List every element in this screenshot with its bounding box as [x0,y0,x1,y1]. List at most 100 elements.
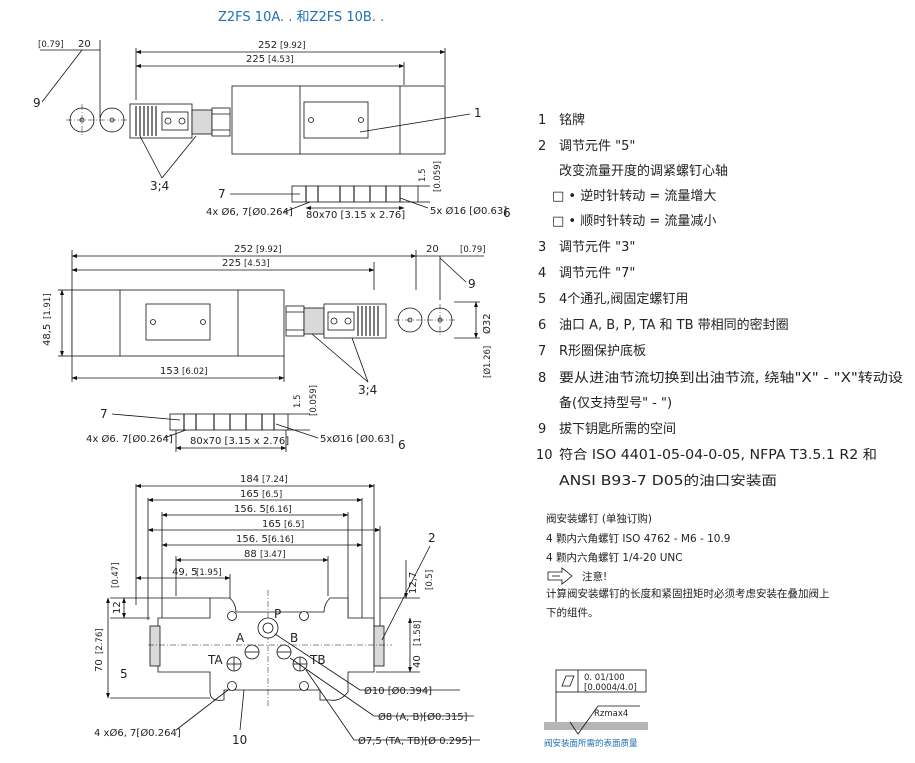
legend-num-3: 3 [538,240,546,255]
legend-text-8a: 备(仅支持型号" - ") [559,395,672,411]
port-TA: TA [207,653,223,667]
dim3-holes: 4 xØ6, 7[Ø0.264] [94,727,181,739]
dim3-495-inch: [1.95] [196,568,222,578]
dim3-165a: 165 [240,489,259,500]
callout-7: 7 [218,187,226,201]
dim-80x70-1: 80x70 [3.15 x 2.76] [306,210,405,221]
dim3-047: [0.47] [111,562,121,588]
dim-225: 225 [246,54,265,65]
legend-num-9: 9 [538,422,546,437]
flatness-icon [561,675,575,687]
port-B: B [290,631,298,645]
callout3-2: 2 [428,531,436,545]
callout3-10: 10 [232,733,247,747]
dim3-40: 40 [412,655,423,668]
callout2-3-4: 3;4 [358,383,377,397]
legend-text-4: 调节元件 "7" [559,266,635,281]
dim3-88-inch: [3.47] [260,550,286,560]
view-middle-side: 252 [9.92] 225 [4.53] 20 [0.79] 9 48,5 [… [42,244,493,452]
dim3-156a: 156. 5 [234,504,266,515]
dim-5x16-1: 5x Ø16 [Ø0.63] [430,205,507,217]
dim-252-inch: [9.92] [280,41,306,51]
legend-text-3: 调节元件 "3" [559,240,635,255]
dim2-32: Ø32 [481,313,493,334]
dim3-156a-inch: [6.16] [266,505,292,515]
dim-0059-1: [0.059] [433,161,443,192]
surface-flat2: [0.0004/4.0] [584,683,637,693]
dim3-127: 12,7 [408,572,419,594]
note-line2: 4 颗内六角螺钉 1/4-20 UNC [546,551,683,564]
callout2-6: 6 [398,438,406,452]
dim3-70: 70 [94,659,105,672]
dim3-12: 12 [112,601,123,614]
legend-text-5: 4个通孔,阀固定螺钉用 [559,292,688,307]
legend-num-5: 5 [538,292,546,307]
dim3-10: Ø10 [Ø0.394] [364,685,432,697]
legend-text-2a: 改变流量开度的调紧螺钉心轴 [559,163,728,179]
legend-num-6: 6 [538,318,546,333]
legend: 1 铭牌 2 调节元件 "5" 改变流量开度的调紧螺钉心轴 □ • 逆时针转动 … [536,112,903,489]
dim2-252: 252 [234,244,253,255]
dim3-165b-inch: [6.5] [284,520,304,530]
dim3-156b-inch: [6.16] [268,535,294,545]
legend-num-8: 8 [538,371,546,386]
dim3-184-inch: [7.24] [262,475,288,485]
legend-text-2: 调节元件 "5" [559,139,635,154]
legend-text-10a: ANSI B93-7 D05的油口安装面 [559,473,777,489]
note-heading: 阀安装螺钉 (单独订购) [546,512,652,525]
legend-text-2b: □ • 逆时针转动 = 流量增大 [552,188,716,204]
dim2-225: 225 [222,258,241,269]
legend-text-7: R形圈保护底板 [559,343,646,359]
legend-text-2c: □ • 顺时针转动 = 流量减小 [552,214,716,229]
legend-text-10: 符合 ISO 4401-05-04-0-05, NFPA T3.5.1 R2 和 [559,447,877,463]
note-text1: 计算阀安装螺钉的长度和紧固扭矩时必须考虑安装在叠加阀上 [546,587,830,600]
legend-num-7: 7 [538,344,546,359]
roughness-icon [569,705,640,735]
dim3-495: 49, 5 [172,567,197,578]
dim2-20: 20 [426,244,439,255]
surface-quality-symbol: 0. 01/100 [0.0004/4.0] Rzmax4 阀安装面所需的表面质… [544,669,648,749]
callout-1: 1 [474,106,482,120]
dim2-485-inch: [1.91] [43,293,53,319]
dim3-05: [0.5] [425,570,435,590]
hand-pointer-icon [547,567,573,585]
legend-text-1: 铭牌 [559,112,585,128]
dim2-15: 1.5 [293,394,303,408]
dim3-75: Ø7,5 (TA, TB)[Ø 0.295] [358,735,472,747]
legend-num-2: 2 [538,139,546,154]
legend-num-10: 10 [536,448,553,463]
dim2-5x16: 5xØ16 [Ø0.63] [320,433,394,445]
surface-flat1: 0. 01/100 [584,673,625,683]
dim-252: 252 [258,40,277,51]
dim3-40-inch: [1.58] [413,620,423,646]
dim3-70-inch: [2.76] [95,628,105,654]
dim-15-1: 1.5 [418,168,428,182]
dim2-153-inch: [6.02] [182,367,208,377]
callout2-7: 7 [100,407,108,421]
dim-20: 20 [78,39,91,50]
dim3-156b: 156. 5 [236,534,268,545]
view-top-side: 252 [9.92] 225 [4.53] [0.79] 20 9 [33,39,511,221]
dim2-485: 48,5 [42,324,53,346]
notes: 阀安装螺钉 (单独订购) 4 颗内六角螺钉 ISO 4762 - M6 - 10… [546,512,830,619]
dim-holes-1: 4x Ø6, 7[Ø0.264] [206,206,293,218]
note-attention: 注意! [582,570,607,583]
dim-079: [0.79] [38,40,64,50]
legend-text-6: 油口 A, B, P, TA 和 TB 带相同的密封圈 [559,317,789,333]
callout3-5: 5 [120,667,128,681]
port-A: A [236,631,245,645]
dim2-holes: 4x Ø6. 7[Ø0.264] [86,433,173,445]
dim2-225-inch: [4.53] [244,259,270,269]
dim3-184: 184 [240,474,259,485]
view-port-face: 184 [7.24] 165 [6.5] 156. 5 [6.16] 165 [… [94,474,480,747]
surface-caption: 阀安装面所需的表面质量 [544,738,638,749]
diagram-title: Z2FS 10A. . 和Z2FS 10B. . [218,10,384,25]
note-text2: 下的组件。 [546,606,599,619]
legend-num-1: 1 [538,113,546,128]
dim3-165b: 165 [262,519,281,530]
dim2-153: 153 [160,366,179,377]
callout2-9: 9 [468,277,476,291]
dim3-165a-inch: [6.5] [262,490,282,500]
note-line1: 4 颗内六角螺钉 ISO 4762 - M6 - 10.9 [546,532,731,545]
